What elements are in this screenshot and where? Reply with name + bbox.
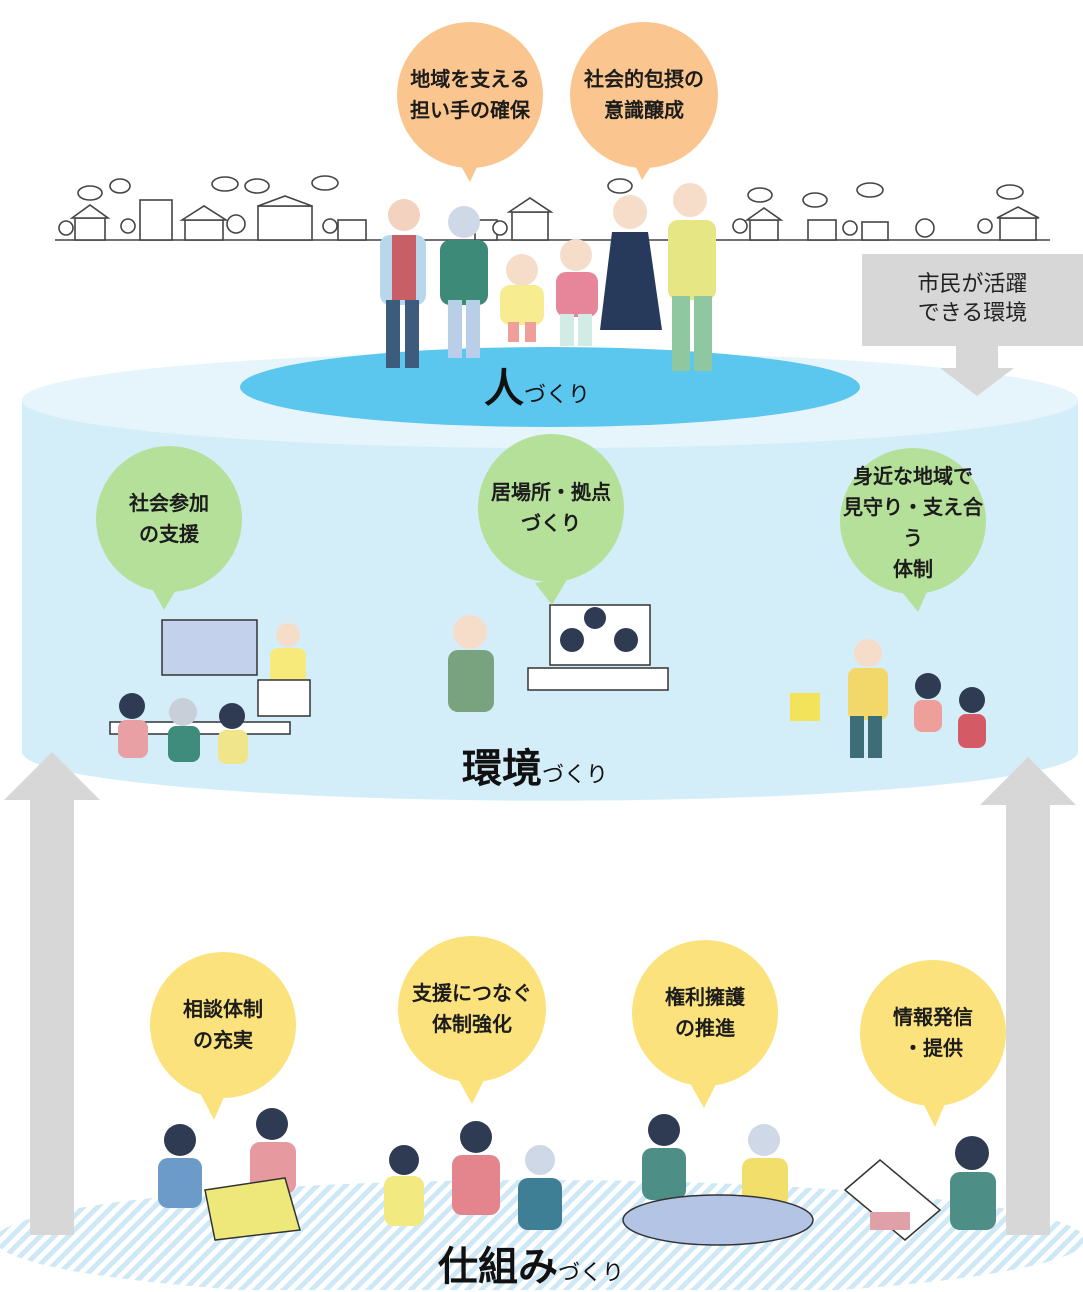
environment-label-suffix: づくり <box>542 763 609 788</box>
patrol-illustration <box>790 639 986 758</box>
collaboration-illustration <box>384 1121 562 1230</box>
callout-arrow <box>940 346 1014 396</box>
system-bubble-4-text: 情報発信 ・提供 <box>893 1005 973 1060</box>
system-bubble-4: 情報発信 ・提供 <box>860 960 1006 1106</box>
environment-bubble-3-text: 身近な地域で 見守り・支え合う 体制 <box>843 464 983 581</box>
people-bubble-1: 地域を支える 担い手の確保 <box>397 22 543 168</box>
people-label-main: 人 <box>484 366 524 412</box>
advocacy-illustration <box>622 1114 814 1246</box>
environment-bubble-1: 社会参加 の支援 <box>96 446 242 592</box>
system-bubble-2-text: 支援につなぐ 体制強化 <box>412 981 532 1036</box>
environment-bubble-1-text: 社会参加 の支援 <box>129 491 209 546</box>
environment-level-label: 環境づくり <box>462 736 608 794</box>
system-bubble-1-text: 相談体制 の充実 <box>183 997 263 1052</box>
consultation-illustration <box>158 1108 301 1241</box>
people-level-label: 人づくり <box>484 356 590 414</box>
people-bubble-2: 社会的包摂の 意識醸成 <box>570 22 718 168</box>
system-bubble-2: 支援につなぐ 体制強化 <box>398 936 546 1082</box>
system-bubble-3: 権利擁護 の推進 <box>632 940 778 1086</box>
people-bubble-1-text: 地域を支える 担い手の確保 <box>410 67 530 122</box>
system-label-main: 仕組み <box>438 1244 558 1290</box>
people-bubble-2-text: 社会的包摂の 意識醸成 <box>584 67 704 122</box>
system-bubble-1: 相談体制 の充実 <box>150 952 296 1098</box>
people-label-suffix: づくり <box>524 383 591 408</box>
environment-label-main: 環境 <box>462 746 542 792</box>
env-bubble-2-tail <box>535 578 568 605</box>
system-bubble-3-text: 権利擁護 の推進 <box>665 985 745 1040</box>
callout-active-citizens: 市民が活躍 できる環境 <box>862 254 1083 346</box>
left-up-arrow <box>4 752 100 1235</box>
town-skyline <box>55 175 1050 241</box>
environment-bubble-3: 身近な地域で 見守り・支え合う 体制 <box>840 448 986 594</box>
right-up-arrow <box>980 757 1076 1235</box>
environment-bubble-2: 居場所・拠点 づくり <box>478 434 624 582</box>
information-illustration <box>843 1136 996 1241</box>
family-illustration <box>380 183 716 371</box>
system-level-label: 仕組みづくり <box>438 1234 624 1292</box>
cafeteria-illustration <box>448 604 669 712</box>
system-label-suffix: づくり <box>558 1261 625 1286</box>
environment-bubble-2-text: 居場所・拠点 づくり <box>491 480 611 535</box>
classroom-illustration <box>109 619 311 764</box>
